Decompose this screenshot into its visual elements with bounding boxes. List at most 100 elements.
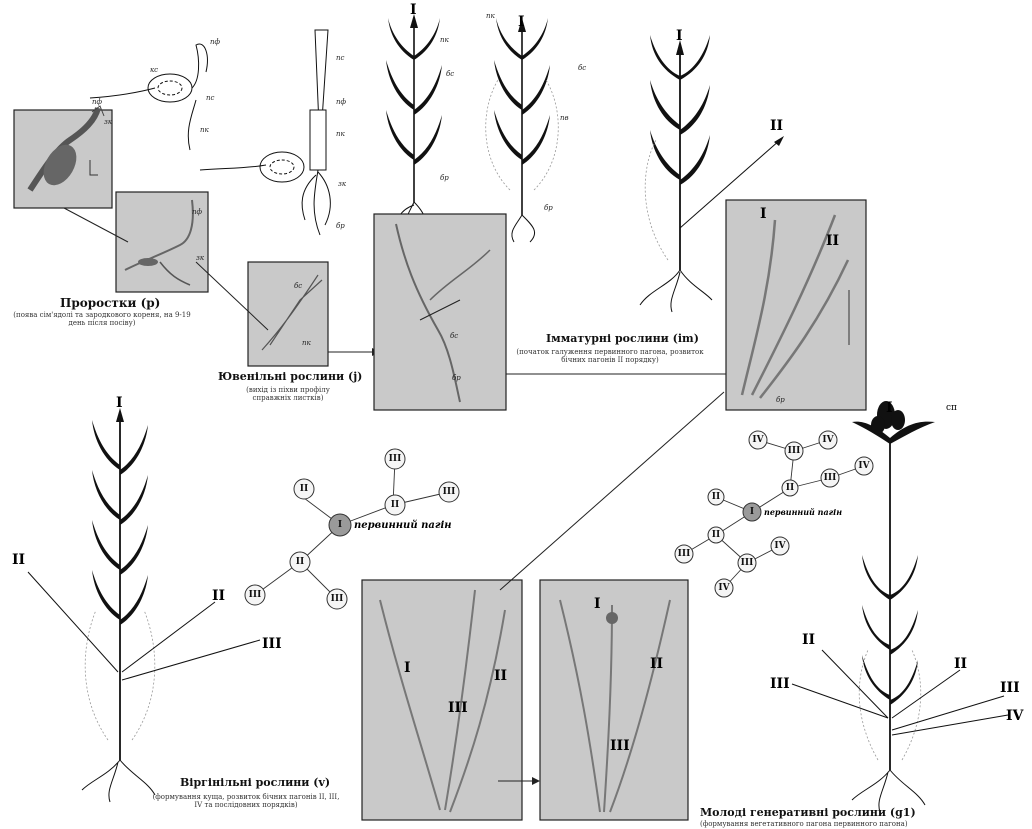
plant-part-label: зк xyxy=(104,118,113,126)
stage-desc-seedling: (поява сім'ядолі та зародкового кореня, … xyxy=(12,311,192,327)
svg-text:III: III xyxy=(824,473,837,483)
svg-text:II: II xyxy=(391,500,399,510)
shoot-order-label: II xyxy=(770,118,783,134)
stage-desc-young-generative: (формування вегетативного пагона первинн… xyxy=(700,820,970,828)
svg-text:III: III xyxy=(443,487,456,497)
plant-part-label: пф xyxy=(92,98,103,106)
node-III: III xyxy=(327,589,347,609)
juvenile-drawing-1 xyxy=(386,14,442,238)
svg-text:III: III xyxy=(788,446,801,456)
stage-title-young-generative: Молоді генеративні рослини (g1) xyxy=(700,806,916,819)
node-III: III xyxy=(245,585,265,605)
shoot-order-label: III xyxy=(1000,680,1020,696)
svg-text:IV: IV xyxy=(774,541,786,551)
immature-photo-1 xyxy=(374,214,506,410)
plant-part-label: бр xyxy=(440,174,449,182)
shoot-order-label: III xyxy=(262,636,282,652)
plant-part-label: бр xyxy=(336,222,345,230)
shoot-order-label: II xyxy=(802,632,815,648)
plant-part-label: бс xyxy=(446,70,454,78)
svg-text:I: I xyxy=(338,520,342,530)
plant-part-label: бс xyxy=(578,64,586,72)
svg-text:I: I xyxy=(750,507,754,517)
plant-part-label: бр xyxy=(544,204,553,212)
shoot-order-label: II xyxy=(12,552,25,568)
shoot-order-label: I xyxy=(886,400,893,416)
node-III: III xyxy=(385,449,405,469)
node-III: III xyxy=(439,482,459,502)
stage-title-virginile: Віргінільні рослини (v) xyxy=(180,776,330,789)
stage-title-seedling: Проростки (p) xyxy=(60,296,160,310)
plant-part-label: пф xyxy=(210,38,221,46)
node-III: III xyxy=(785,442,803,460)
node-II: II xyxy=(290,552,310,572)
plant-part-label: зк xyxy=(338,180,347,188)
shoot-order-label: I xyxy=(518,14,525,30)
svg-text:IV: IV xyxy=(752,435,764,445)
svg-text:IV: IV xyxy=(718,583,730,593)
shoot-order-label: I xyxy=(594,596,601,612)
virginile-photo xyxy=(362,580,522,820)
node-I: I xyxy=(329,514,351,536)
plant-part-label: пф xyxy=(192,208,203,216)
seedling-photo-2 xyxy=(116,192,208,292)
primary-shoot-label: первинний пагін xyxy=(354,520,452,531)
svg-text:III: III xyxy=(678,549,691,559)
virginile-drawing xyxy=(28,408,260,802)
svg-text:II: II xyxy=(786,483,794,493)
stage-title-immature: Імматурні рослини (im) xyxy=(546,332,699,345)
spike-label: сп xyxy=(946,403,957,413)
shoot-order-label: II xyxy=(826,233,839,249)
stage-desc-virginile: (формування куща, розвиток бічних пагоні… xyxy=(148,793,344,809)
plant-part-label: пк xyxy=(486,12,496,20)
shoot-order-label: I xyxy=(760,206,767,222)
svg-text:III: III xyxy=(741,558,754,568)
shoot-order-label: I xyxy=(410,2,417,18)
node-IV: IV xyxy=(749,431,767,449)
plant-part-label: пс xyxy=(206,94,215,102)
svg-text:II: II xyxy=(296,557,304,567)
svg-text:III: III xyxy=(249,590,262,600)
stage-desc-immature: (початок галуження первинного пагона, ро… xyxy=(510,348,710,364)
seedling-drawing-2 xyxy=(200,30,330,235)
shoot-order-label: I xyxy=(116,395,123,411)
shoot-order-label: I xyxy=(676,28,683,44)
node-III: III xyxy=(821,469,839,487)
plant-part-label: бс xyxy=(294,282,302,290)
shoot-order-label: II xyxy=(212,588,225,604)
svg-text:IV: IV xyxy=(822,435,834,445)
plant-part-label: пк xyxy=(440,36,450,44)
shoot-order-label: IV xyxy=(1006,708,1025,724)
node-IV: IV xyxy=(819,431,837,449)
node-II: II xyxy=(294,479,314,499)
svg-text:III: III xyxy=(331,594,344,604)
node-II: II xyxy=(708,527,724,543)
seedling-photo-1 xyxy=(14,106,112,208)
shoot-order-label: III xyxy=(610,738,630,754)
node-II: II xyxy=(708,489,724,505)
plant-part-label: пс xyxy=(336,54,345,62)
node-III: III xyxy=(738,554,756,572)
shoot-order-label: I xyxy=(404,660,411,676)
shoot-order-label: II xyxy=(650,656,663,672)
shoot-order-label: II xyxy=(954,656,967,672)
stage-title-juvenile: Ювенільні рослини (j) xyxy=(218,370,362,383)
shoot-order-label: III xyxy=(448,700,468,716)
node-III: III xyxy=(675,545,693,563)
svg-text:III: III xyxy=(389,454,402,464)
shoot-order-label: II xyxy=(494,668,507,684)
plant-part-label: пк xyxy=(200,126,210,134)
plant-part-label: пв xyxy=(560,114,569,122)
shoot-order-label: III xyxy=(770,676,790,692)
node-IV: IV xyxy=(771,537,789,555)
node-IV: IV xyxy=(855,457,873,475)
plant-part-label: бс xyxy=(450,332,458,340)
immature-photo-2 xyxy=(726,200,866,410)
node-I: I xyxy=(743,503,761,521)
plant-part-label: бр xyxy=(776,396,785,404)
juvenile-photo xyxy=(248,262,328,366)
plant-part-label: пк xyxy=(336,130,346,138)
stage-desc-juvenile: (вихід із піхви профілу справжніх листкі… xyxy=(236,386,340,402)
generative-photo xyxy=(540,580,688,820)
